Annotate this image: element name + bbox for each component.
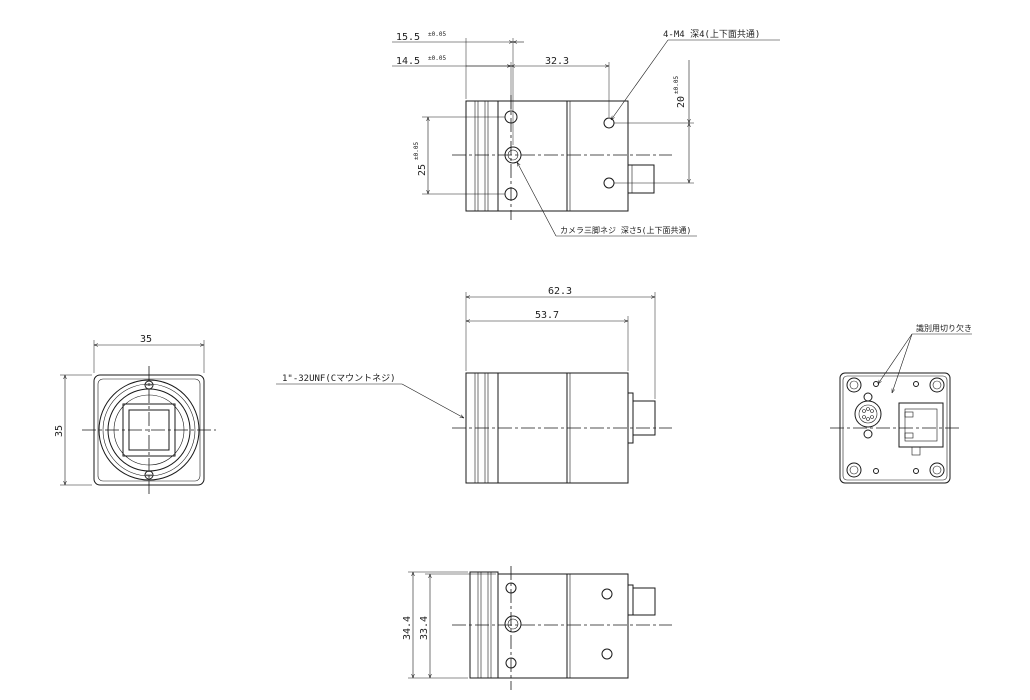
top-connector [627, 164, 655, 194]
tol-25: ±0.05 [413, 142, 420, 160]
side-view: 62.3 53.7 1"-32UNF(Cマウントネジ) [276, 286, 672, 484]
m4-hole [603, 117, 615, 129]
note-m4: 4-M4 深4(上下面共通) [663, 29, 760, 40]
front-view: 35 35 [54, 334, 216, 494]
top-view: 15.5 ±0.05 14.5 ±0.05 32.3 20 ±0.05 25 ±… [392, 29, 780, 237]
note-notch: 識別用切り欠き [916, 323, 972, 333]
dim-34-4: 34.4 [402, 616, 413, 640]
dim-53-7: 53.7 [535, 310, 559, 321]
tol-15-5: ±0.05 [428, 31, 446, 38]
note-mount: 1"-32UNF(Cマウントネジ) [282, 373, 396, 384]
dim-32-3: 32.3 [545, 56, 569, 67]
dim-front-width: 35 [140, 334, 152, 345]
dim-62-3: 62.3 [548, 286, 572, 297]
bottom-view: 34.4 33.4 [402, 566, 672, 690]
tol-20: ±0.05 [673, 76, 680, 94]
rear-view: 識別用切り欠き [830, 323, 972, 484]
note-tripod: カメラ三脚ネジ 深さ5(上下面共通) [560, 225, 691, 235]
bottom-connector [632, 587, 656, 616]
dim-14-5: 14.5 [396, 56, 420, 67]
bottom-body [497, 573, 629, 679]
m4-hole [603, 177, 615, 189]
dim-15-5: 15.5 [396, 32, 420, 43]
top-lens-ring [465, 100, 499, 212]
dim-20: 20 [676, 96, 687, 108]
bottom-flange [627, 584, 634, 616]
top-body [497, 100, 629, 212]
dim-33-4: 33.4 [419, 616, 430, 640]
dim-25: 25 [417, 164, 428, 176]
tol-14-5: ±0.05 [428, 55, 446, 62]
side-connector [632, 400, 656, 436]
dim-front-height: 35 [54, 425, 65, 437]
rear-ethernet-port [898, 402, 944, 448]
side-flange [627, 392, 634, 444]
